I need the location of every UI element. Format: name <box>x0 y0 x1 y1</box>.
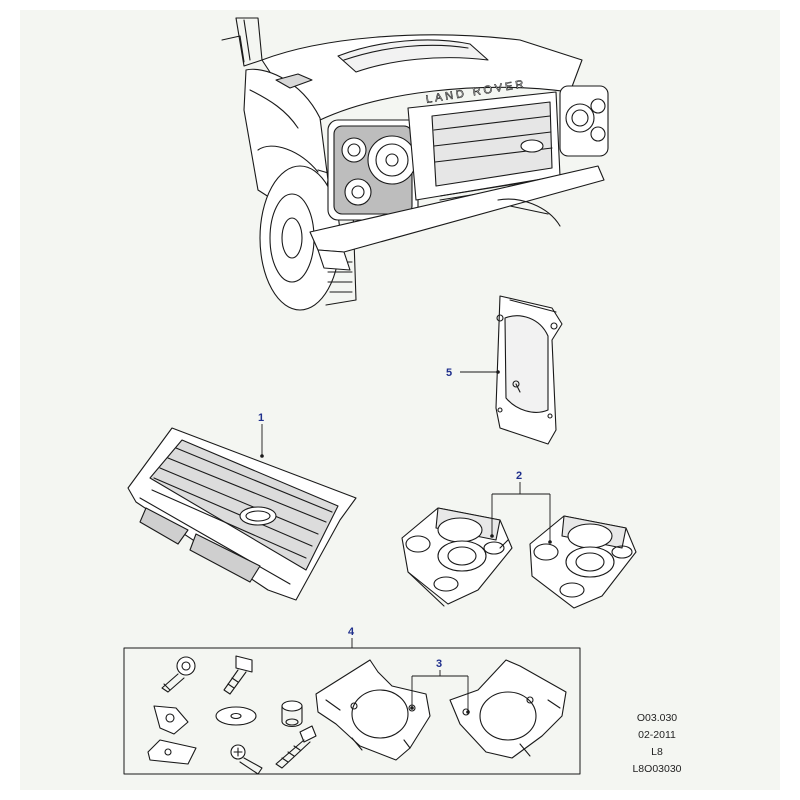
fixing-bolt-washer <box>161 656 196 693</box>
callout-leaders <box>261 371 551 712</box>
radiator-grille <box>127 427 357 601</box>
callout-2: 2 <box>516 470 522 482</box>
callout-5: 5 <box>446 367 452 379</box>
callout-1: 1 <box>258 412 264 424</box>
fixing-bolt-hex <box>223 655 253 695</box>
fixing-spacer-sleeve <box>281 700 303 728</box>
issue-date: 02-2011 <box>638 729 676 741</box>
headlamp-mounting-plate <box>495 295 563 445</box>
section-code: O03.030 <box>636 712 678 724</box>
fixing-clip-nut <box>153 705 189 735</box>
headlamp-surround-right <box>529 515 637 609</box>
fixing-self-tapping-screw <box>230 744 263 775</box>
fixing-long-bolt <box>275 725 317 769</box>
headlamp-bracket-left <box>315 659 431 761</box>
fixing-speed-clip <box>147 739 197 765</box>
callout-3: 3 <box>436 658 442 670</box>
headlamp-bracket-right <box>449 659 567 759</box>
fixing-flat-washer <box>215 706 257 726</box>
page-code: L8 <box>651 746 663 758</box>
vehicle-front-illustration: LAND ROVER <box>221 17 609 311</box>
callout-4: 4 <box>348 626 355 638</box>
illustration-reference: L8O03030 <box>632 763 682 775</box>
headlamp-surround-left <box>401 507 513 607</box>
